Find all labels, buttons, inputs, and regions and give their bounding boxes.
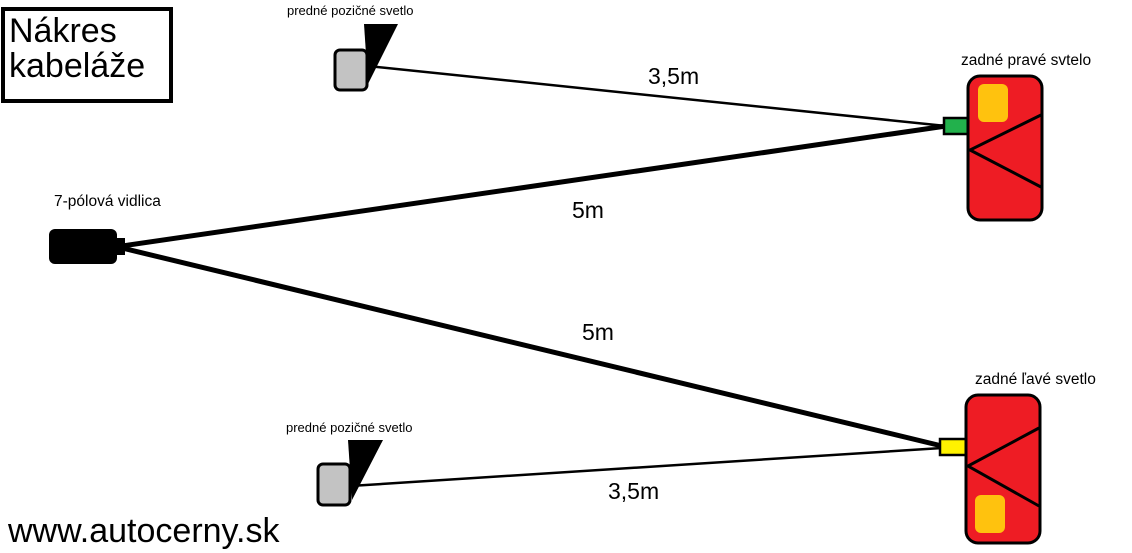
length-front-bottom-cable: 3,5m — [608, 478, 660, 504]
length-plug-to-left: 5m — [582, 319, 614, 345]
seven-pin-plug — [49, 229, 125, 264]
label-front-top-lamp: predné pozičné svetlo — [287, 3, 414, 18]
cable-front-bottom-to-left-lamp — [349, 446, 943, 488]
rear-left-lamp — [938, 393, 1042, 545]
website-url: www.autocerny.sk — [8, 512, 280, 550]
cable-front-top-to-right-lamp — [367, 64, 947, 128]
cable-plug-to-left-lamp — [121, 245, 943, 449]
front-top-position-lamp — [333, 24, 398, 92]
cable-plug-to-right-lamp — [121, 123, 947, 249]
front-bottom-position-lamp — [316, 440, 383, 507]
title-box — [1, 7, 173, 103]
length-front-top-cable: 3,5m — [648, 63, 700, 89]
diagram-title: Nákres kabeláže — [9, 12, 146, 85]
label-plug: 7-pólová vidlica — [54, 193, 161, 210]
length-plug-to-right: 5m — [572, 197, 604, 223]
rear-right-lamp — [942, 74, 1044, 222]
label-rear-right-lamp: zadné pravé svtelo — [961, 52, 1092, 69]
yellow-connector — [938, 437, 968, 457]
green-connector — [942, 116, 972, 136]
label-front-bottom-lamp: predné pozičné svetlo — [286, 420, 413, 435]
label-rear-left-lamp: zadné ľavé svetlo — [975, 371, 1096, 388]
